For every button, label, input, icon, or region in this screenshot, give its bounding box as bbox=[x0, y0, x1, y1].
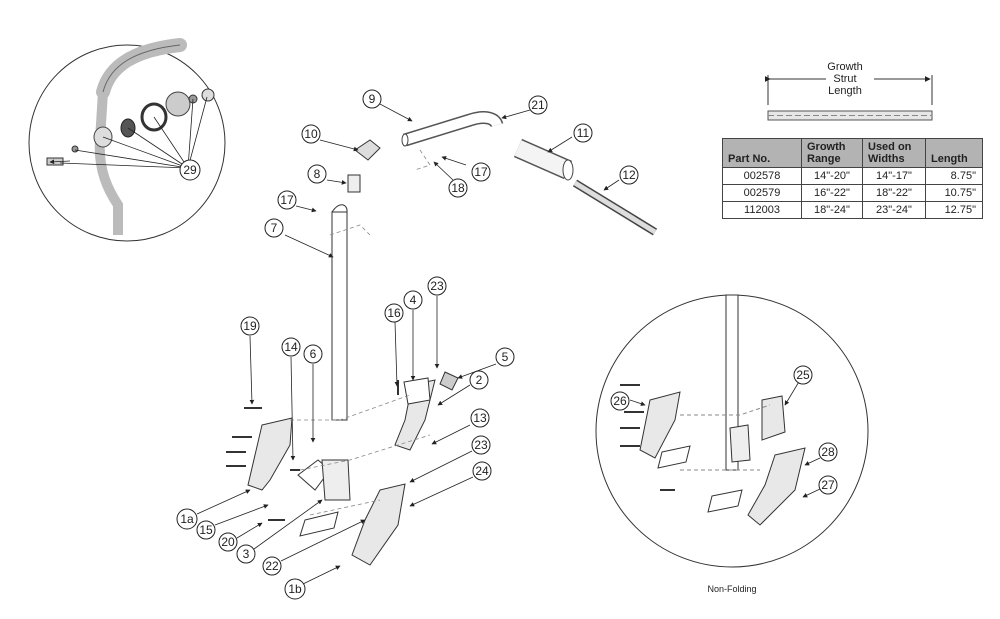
callout-23-upper: 23 bbox=[427, 276, 447, 296]
strut-line-1: Growth bbox=[827, 61, 863, 73]
svg-text:7: 7 bbox=[271, 221, 278, 235]
dashed-guides bbox=[290, 149, 431, 516]
svg-text:17: 17 bbox=[474, 165, 488, 179]
svg-text:24: 24 bbox=[475, 464, 489, 478]
callout-12: 12 bbox=[619, 165, 639, 185]
cell-used-on-widths: 18"-22" bbox=[862, 184, 926, 202]
svg-text:14: 14 bbox=[284, 340, 298, 354]
callout-1a: 1a bbox=[176, 508, 198, 530]
callout-9: 9 bbox=[362, 89, 382, 109]
callout-20: 20 bbox=[218, 532, 238, 552]
header-length: Length bbox=[925, 138, 983, 168]
callout-27: 27 bbox=[818, 475, 838, 495]
svg-text:19: 19 bbox=[243, 319, 257, 333]
svg-text:22: 22 bbox=[265, 559, 279, 573]
svg-text:1a: 1a bbox=[180, 512, 194, 526]
svg-text:21: 21 bbox=[531, 98, 545, 112]
strut-line-3: Length bbox=[828, 85, 862, 97]
table-row: 002579 16"-22" 18"-22" 10.75" bbox=[722, 184, 983, 202]
strut-line-2: Strut bbox=[833, 73, 857, 85]
callout-19: 19 bbox=[240, 316, 260, 336]
svg-text:3: 3 bbox=[243, 547, 250, 561]
svg-text:2: 2 bbox=[476, 373, 483, 387]
svg-text:28: 28 bbox=[821, 445, 835, 459]
table-row: 002578 14"-20" 14"-17" 8.75" bbox=[722, 167, 983, 185]
callout-26: 26 bbox=[610, 391, 630, 411]
callout-4: 4 bbox=[403, 290, 423, 310]
callout-17-lower: 17 bbox=[277, 190, 297, 210]
callout-17-upper: 17 bbox=[471, 162, 491, 182]
growth-strut-label: Growth Strut Length bbox=[790, 61, 900, 97]
cell-used-on-widths: 23"-24" bbox=[862, 201, 926, 219]
cell-part-no: 002579 bbox=[722, 184, 802, 202]
main-assembly-lower bbox=[226, 371, 459, 566]
cell-length: 10.75" bbox=[925, 184, 983, 202]
callout-5: 5 bbox=[495, 347, 515, 367]
callout-8: 8 bbox=[307, 164, 327, 184]
svg-text:23: 23 bbox=[430, 279, 444, 293]
svg-text:6: 6 bbox=[310, 347, 317, 361]
svg-text:11: 11 bbox=[577, 126, 590, 140]
callout-14: 14 bbox=[281, 337, 301, 357]
table-header-row: Part No. Growth Range Used on Widths Len… bbox=[722, 138, 983, 168]
cell-growth-range: 14"-20" bbox=[801, 167, 863, 185]
callout-7: 7 bbox=[264, 218, 284, 238]
svg-text:27: 27 bbox=[821, 478, 835, 492]
callout-6: 6 bbox=[303, 344, 323, 364]
detail-circle-top-left bbox=[28, 38, 226, 242]
growth-strut bbox=[764, 75, 933, 121]
cell-length: 12.75" bbox=[925, 201, 983, 219]
callout-29: 29 bbox=[179, 159, 201, 181]
callout-21: 21 bbox=[528, 95, 548, 115]
callout-13: 13 bbox=[470, 408, 490, 428]
main-assembly-upper bbox=[331, 111, 658, 421]
callout-22: 22 bbox=[262, 556, 282, 576]
svg-text:17: 17 bbox=[280, 193, 294, 207]
header-growth-range: Growth Range bbox=[801, 138, 863, 168]
leader-lines bbox=[196, 103, 821, 585]
svg-text:26: 26 bbox=[613, 394, 627, 408]
cell-used-on-widths: 14"-17" bbox=[862, 167, 926, 185]
svg-text:4: 4 bbox=[410, 293, 417, 307]
svg-text:25: 25 bbox=[796, 368, 810, 382]
cell-part-no: 112003 bbox=[722, 201, 802, 219]
callout-18: 18 bbox=[448, 178, 468, 198]
svg-text:10: 10 bbox=[304, 127, 318, 141]
cell-growth-range: 18"-24" bbox=[801, 201, 863, 219]
svg-text:5: 5 bbox=[502, 350, 509, 364]
callout-3: 3 bbox=[236, 544, 256, 564]
callouts: 9 21 10 11 8 17 18 12 17 7 29 4 23 16 5 … bbox=[176, 89, 838, 600]
callout-24: 24 bbox=[472, 461, 492, 481]
svg-text:1b: 1b bbox=[288, 582, 302, 596]
detail-circle-bottom-right bbox=[595, 294, 869, 568]
header-part-no: Part No. bbox=[722, 138, 802, 168]
callout-11: 11 bbox=[573, 123, 593, 143]
cell-growth-range: 16"-22" bbox=[801, 184, 863, 202]
header-used-on-widths: Used on Widths bbox=[862, 138, 926, 168]
svg-text:29: 29 bbox=[183, 163, 197, 177]
callout-28: 28 bbox=[818, 442, 838, 462]
callout-15: 15 bbox=[196, 520, 216, 540]
table-row: 112003 18"-24" 23"-24" 12.75" bbox=[722, 201, 983, 219]
svg-text:15: 15 bbox=[199, 523, 213, 537]
growth-strut-table: Part No. Growth Range Used on Widths Len… bbox=[722, 138, 983, 219]
svg-text:23: 23 bbox=[474, 438, 488, 452]
callout-1b: 1b bbox=[284, 578, 306, 600]
callout-10: 10 bbox=[301, 124, 321, 144]
svg-text:8: 8 bbox=[314, 167, 321, 181]
callout-16: 16 bbox=[384, 303, 404, 323]
cell-length: 8.75" bbox=[925, 167, 983, 185]
callout-2: 2 bbox=[469, 370, 489, 390]
svg-text:18: 18 bbox=[451, 181, 465, 195]
svg-text:16: 16 bbox=[387, 306, 401, 320]
non-folding-caption: Non-Folding bbox=[707, 584, 757, 594]
callout-25: 25 bbox=[793, 365, 813, 385]
callout-23-lower: 23 bbox=[471, 435, 491, 455]
svg-text:20: 20 bbox=[221, 535, 235, 549]
svg-text:13: 13 bbox=[473, 411, 487, 425]
svg-text:9: 9 bbox=[369, 92, 376, 106]
svg-text:12: 12 bbox=[622, 168, 636, 182]
cell-part-no: 002578 bbox=[722, 167, 802, 185]
